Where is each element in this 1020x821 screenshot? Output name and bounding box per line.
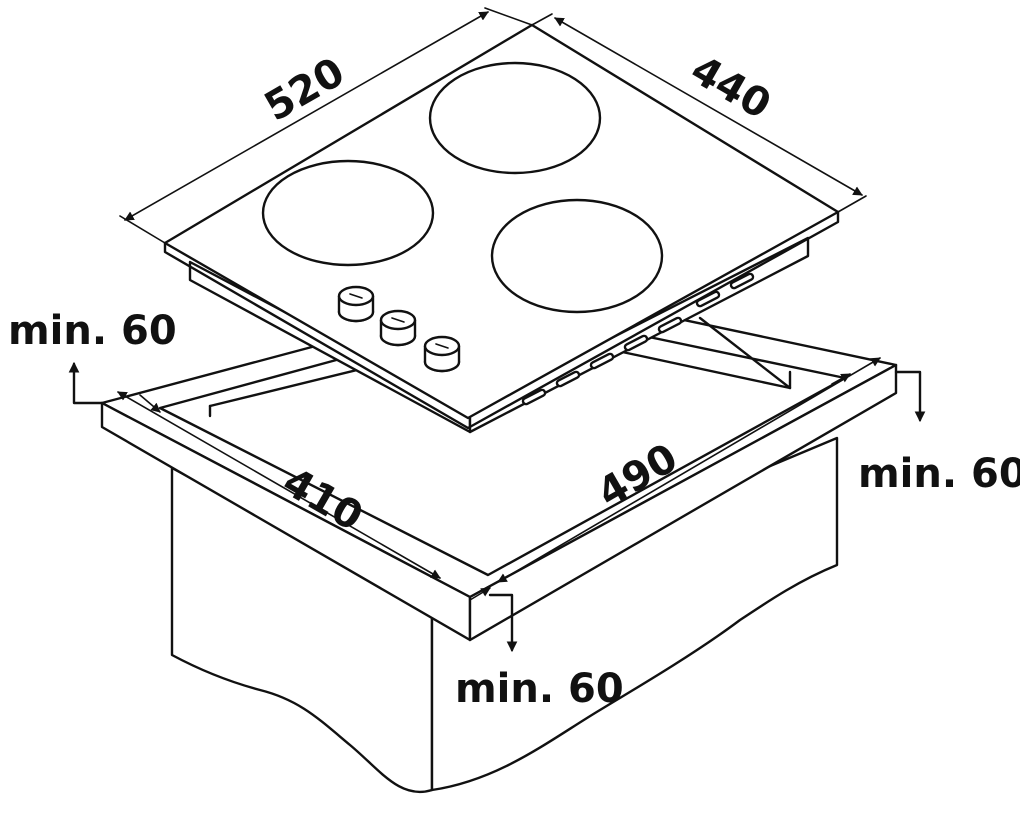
control-knob-1 (337, 285, 375, 323)
cooking-zone-back (428, 61, 602, 175)
control-knob-2 (379, 309, 417, 347)
dimension-label-520: 520 (257, 49, 352, 131)
clearance-label-front: min. 60 (455, 666, 624, 712)
arrow-down-icon (488, 593, 518, 653)
arrow-down-icon (894, 370, 926, 423)
arrow-up-icon (68, 361, 104, 405)
clearance-arrows (68, 361, 926, 653)
dimension-label-440: 440 (683, 47, 778, 129)
cooking-zone-left (261, 159, 435, 267)
hob-top-edge (163, 210, 840, 430)
cooking-zone-right (490, 198, 664, 314)
dimension-lines (117, 7, 881, 601)
control-knob-3 (423, 335, 461, 373)
clearance-label-left: min. 60 (8, 308, 177, 354)
clearance-label-right: min. 60 (858, 451, 1020, 497)
